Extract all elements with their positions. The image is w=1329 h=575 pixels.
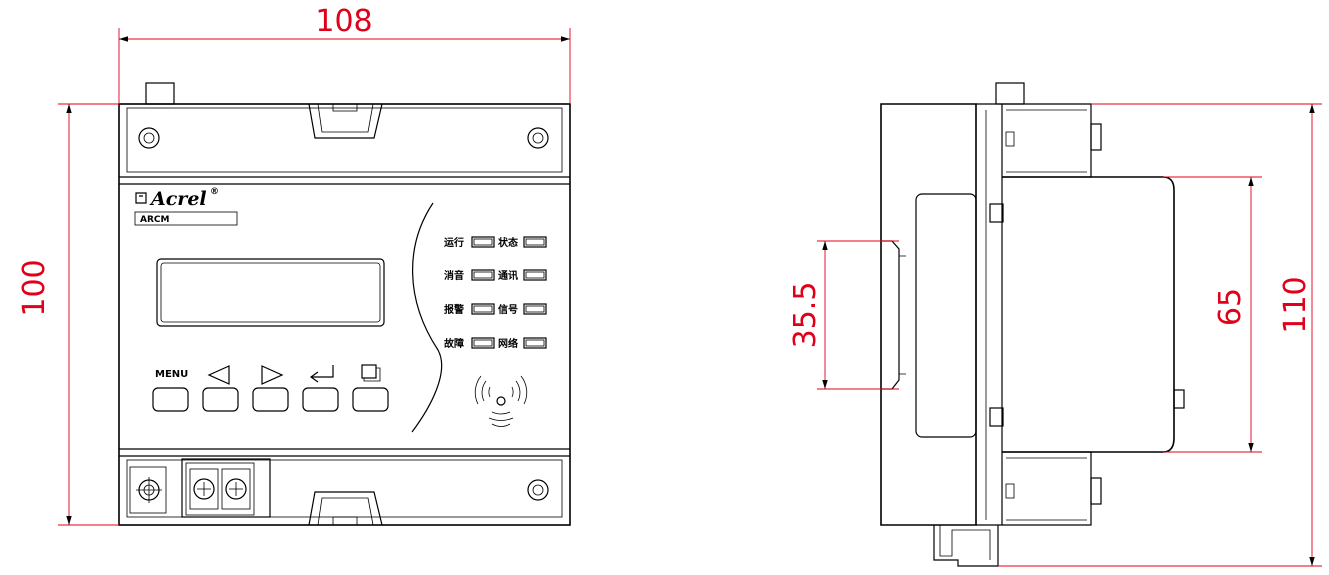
indicator-status: 状态 — [498, 236, 547, 249]
brand-registered: ® — [210, 187, 219, 197]
body-height-label: 65 — [1213, 288, 1248, 326]
body-height-dimension: 65 — [1163, 176, 1262, 453]
menu-button[interactable] — [152, 387, 189, 412]
svg-text:信号: 信号 — [498, 303, 518, 316]
right-arrow-icon — [261, 365, 284, 385]
indicator-network: 网络 — [498, 337, 547, 350]
brand-name: Acrel — [149, 188, 207, 210]
menu-label: MENU — [155, 369, 188, 380]
enter-button[interactable] — [302, 387, 339, 412]
page-icon — [361, 364, 381, 382]
brand-logo: Acrel ® — [135, 187, 219, 210]
svg-text:故障: 故障 — [444, 337, 464, 350]
svg-text:网络: 网络 — [498, 337, 518, 350]
svg-text:报警: 报警 — [444, 303, 464, 316]
screw-bottom-right-icon — [527, 479, 549, 501]
right-button[interactable] — [252, 387, 289, 412]
din-rail-dimension: 35.5 — [788, 240, 899, 390]
din-rail-label: 35.5 — [788, 282, 823, 349]
svg-text:状态: 状态 — [498, 236, 518, 249]
indicator-mute: 消音 — [444, 269, 495, 282]
left-arrow-icon — [207, 365, 230, 385]
total-height-dimension: 110 — [998, 103, 1322, 567]
svg-text:运行: 运行 — [444, 236, 464, 249]
lcd-display — [156, 258, 385, 327]
total-height-label: 110 — [1278, 276, 1313, 333]
enter-icon — [309, 365, 334, 383]
left-button[interactable] — [202, 387, 239, 412]
front-view: Acrel ® ARCM 运行 状态 消音 通讯 — [118, 82, 571, 526]
side-view — [880, 82, 1185, 567]
indicator-alarm: 报警 — [444, 303, 495, 316]
indicator-fault: 故障 — [444, 337, 495, 350]
terminal-block — [181, 458, 271, 518]
wireless-icon — [474, 375, 528, 427]
svg-text:消音: 消音 — [444, 269, 464, 282]
indicator-run: 运行 — [444, 236, 495, 249]
model-plate — [134, 211, 238, 226]
indicator-comm: 通讯 — [498, 269, 547, 282]
page-button[interactable] — [352, 387, 389, 412]
indicator-panel: 运行 状态 消音 通讯 报警 信号 — [444, 236, 547, 350]
svg-text:通讯: 通讯 — [498, 269, 518, 282]
front-height-dimension: 100 — [17, 103, 119, 526]
screw-top-left-icon — [138, 127, 160, 149]
screw-top-right-icon — [527, 127, 549, 149]
front-height-label: 100 — [17, 259, 52, 316]
front-width-dimension: 108 — [118, 4, 571, 104]
indicator-signal: 信号 — [498, 303, 547, 316]
front-width-label: 108 — [315, 4, 372, 39]
screw-bottom-left-icon — [129, 466, 167, 514]
model-label: ARCM — [140, 215, 170, 225]
